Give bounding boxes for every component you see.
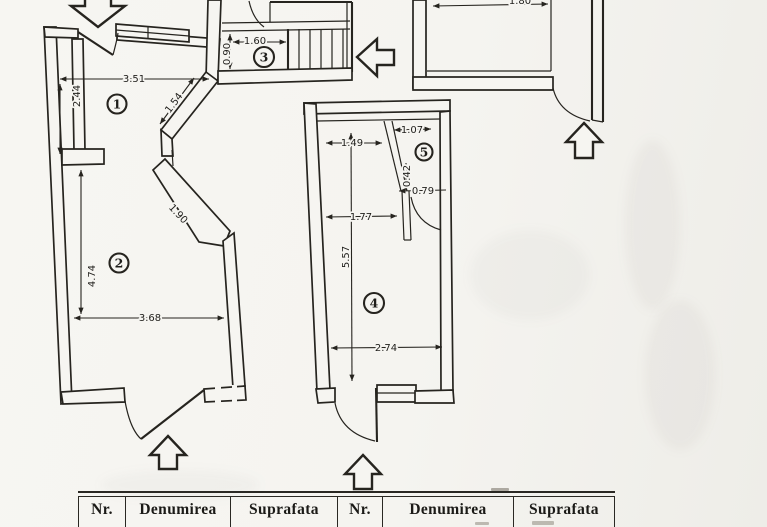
staircase-room3 — [217, 0, 354, 85]
stair-landing-line — [221, 20, 351, 24]
room5-number: 5 — [420, 145, 429, 160]
stair-treads — [286, 29, 344, 74]
room4-circle — [362, 291, 386, 315]
table-header-denumirea-1: Denumirea — [125, 496, 230, 527]
room1-circle — [106, 93, 128, 115]
wall-room2-bottom-right — [203, 385, 247, 403]
wall-interior-stub-foot — [61, 148, 105, 166]
entrance-arrow-up-bottomleft-icon — [147, 434, 189, 471]
wall-tr-bottom — [412, 76, 554, 91]
window-room1 — [115, 23, 190, 43]
exit-door-room2 — [124, 389, 205, 440]
wall-diagonal-lower — [151, 157, 231, 247]
table-header-suprafata-1: Suprafata — [230, 496, 337, 527]
area-table-header-row: Nr. Denumirea Suprafata Nr. Denumirea Su… — [78, 495, 615, 527]
partition-slanted — [383, 120, 408, 192]
wall-45-left — [303, 102, 331, 393]
dim-room2-width: 3.68 — [139, 313, 161, 324]
wall-diagonal-step — [160, 128, 174, 157]
dim-room5-top: 1.07 — [401, 125, 423, 136]
dim-top-right-width: 1.80 — [509, 0, 531, 7]
door-arc-room5 — [410, 196, 442, 231]
window-room4 — [376, 384, 417, 403]
wall-room2-right — [222, 231, 246, 389]
room-number-labels: 1 2 3 4 5 — [106, 45, 434, 315]
room5-circle — [414, 142, 434, 162]
wall-4-bottom-left — [315, 387, 336, 404]
entrance-door-room1 — [77, 31, 119, 56]
room3-circle — [252, 45, 276, 69]
scan-break — [215, 386, 221, 403]
wall-left-outer — [43, 26, 73, 406]
room2-circle — [108, 252, 130, 274]
left-block-walls — [43, 0, 247, 440]
dim-room4-width: 2.74 — [375, 343, 397, 354]
area-table: Nr. Denumirea Suprafata Nr. Denumirea Su… — [78, 491, 615, 527]
wall-4-bottom-right — [414, 389, 455, 404]
wall-45-right — [439, 110, 454, 392]
top-right-room-walls — [412, 0, 605, 123]
exit-door-room4 — [334, 387, 379, 443]
dim-room4-top-width: 1.77 — [350, 212, 372, 223]
room4-number: 4 — [370, 296, 379, 311]
wall-45-inner-top — [316, 118, 441, 122]
wall-passage-line — [171, 149, 174, 167]
dimension-labels: 3.51 2.44 1.54 1.90 4.74 3.68 1.60 0.90 … — [70, 0, 533, 356]
rooms45-walls — [303, 99, 455, 443]
table-header-nr-1: Nr. — [78, 496, 125, 527]
entrance-arrow-up-bottommiddle-icon — [342, 453, 384, 491]
door-arc-room3 — [248, 0, 265, 28]
wall-top-left-stub — [43, 26, 79, 39]
stair-landing-line2 — [221, 28, 351, 32]
table-header-suprafata-2: Suprafata — [513, 496, 615, 527]
room2-number: 2 — [115, 256, 124, 271]
room3-number: 3 — [260, 50, 269, 65]
dim-room1-depth: 2.44 — [72, 85, 83, 107]
wall-tr-left — [412, 0, 427, 89]
room1-number: 1 — [113, 97, 122, 112]
partition-stub — [401, 190, 412, 241]
entrance-arrow-left-icon — [355, 36, 396, 79]
door-arc-top-right — [552, 87, 591, 122]
dim-stairs-depth: 0.90 — [222, 43, 233, 65]
dim-room5-door: 0.79 — [412, 186, 434, 197]
dim-room5-slant: 0.42 — [402, 165, 413, 187]
dim-room2-height: 4.74 — [87, 265, 98, 287]
dim-stairs-width: 1.60 — [244, 36, 266, 47]
dim-room4-height: 5.57 — [341, 246, 352, 268]
scan-break — [232, 385, 237, 402]
wall-45-top — [303, 99, 451, 115]
wall-tr-right-cap — [591, 119, 604, 123]
table-header-denumirea-2: Denumirea — [382, 496, 513, 527]
wall-room1-right — [205, 0, 222, 81]
table-header-nr-2: Nr. — [337, 496, 382, 527]
entrance-arrow-up-topright-icon — [563, 121, 605, 160]
entrance-arrow-down-icon — [67, 0, 129, 29]
dim-room5-width: 1.49 — [341, 138, 363, 149]
dim-room1-width: 3.51 — [123, 74, 145, 85]
stair-bottom-wall — [217, 67, 353, 85]
dimension-lines — [57, 1, 549, 382]
